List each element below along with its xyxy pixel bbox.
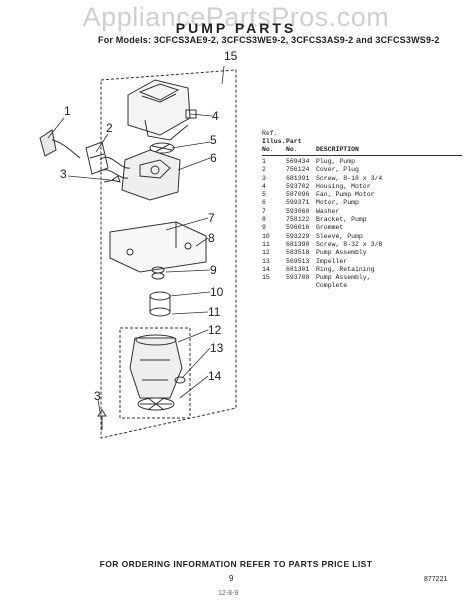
callout-14: 14 (208, 369, 222, 383)
impeller (137, 397, 175, 411)
part-header-no: No. (286, 146, 298, 153)
desc-header: DESCRIPTION (316, 146, 359, 153)
callout-11: 11 (208, 305, 221, 319)
page-number: 9 (229, 574, 234, 583)
callout-5: 5 (210, 133, 217, 147)
assembly-frame (100, 69, 237, 439)
page-title: PUMP PARTS (175, 20, 297, 36)
callout-4: 4 (212, 109, 219, 123)
illus-header: Illus. (262, 138, 286, 145)
callout-15: 15 (224, 49, 238, 63)
pump-sleeve (149, 291, 171, 317)
callout-2: 2 (106, 121, 113, 135)
plug (39, 129, 81, 159)
parts-list-key: Ref. (262, 130, 278, 137)
retaining-ring (174, 376, 186, 384)
catalog-number: 877221 (424, 576, 448, 583)
part-header: Part (286, 138, 302, 145)
illus-header-no: No. (262, 146, 274, 153)
callout-9: 9 (210, 263, 217, 277)
callout-8: 8 (208, 231, 215, 245)
callout-6: 6 (210, 151, 217, 165)
models-line: For Models: 3CFCS3AE9-2, 3CFCS3WE9-2, 3C… (98, 35, 440, 45)
callout-7: 7 (208, 211, 215, 225)
screw-lower (97, 409, 107, 430)
pump-bracket (109, 221, 207, 273)
grommets (151, 266, 165, 280)
handwritten-note: 12-8-9 (218, 590, 239, 597)
plug-cover (85, 141, 109, 175)
pump-assembly-box (119, 327, 191, 419)
callout-3-lower: 3 (94, 389, 101, 403)
callout-12: 12 (208, 323, 222, 337)
callout-10: 10 (210, 285, 224, 299)
callout-3: 3 (60, 167, 67, 181)
callout-1: 1 (64, 104, 71, 118)
motor-housing (127, 79, 197, 141)
watermark: AppliancePartsPros.com (82, 2, 390, 32)
pump-body (129, 334, 183, 399)
callout-13: 13 (210, 341, 224, 355)
ordering-footer: FOR ORDERING INFORMATION REFER TO PARTS … (99, 559, 373, 569)
motor (97, 149, 181, 201)
screw-upper (103, 175, 121, 183)
table-row: Complete (316, 282, 348, 290)
